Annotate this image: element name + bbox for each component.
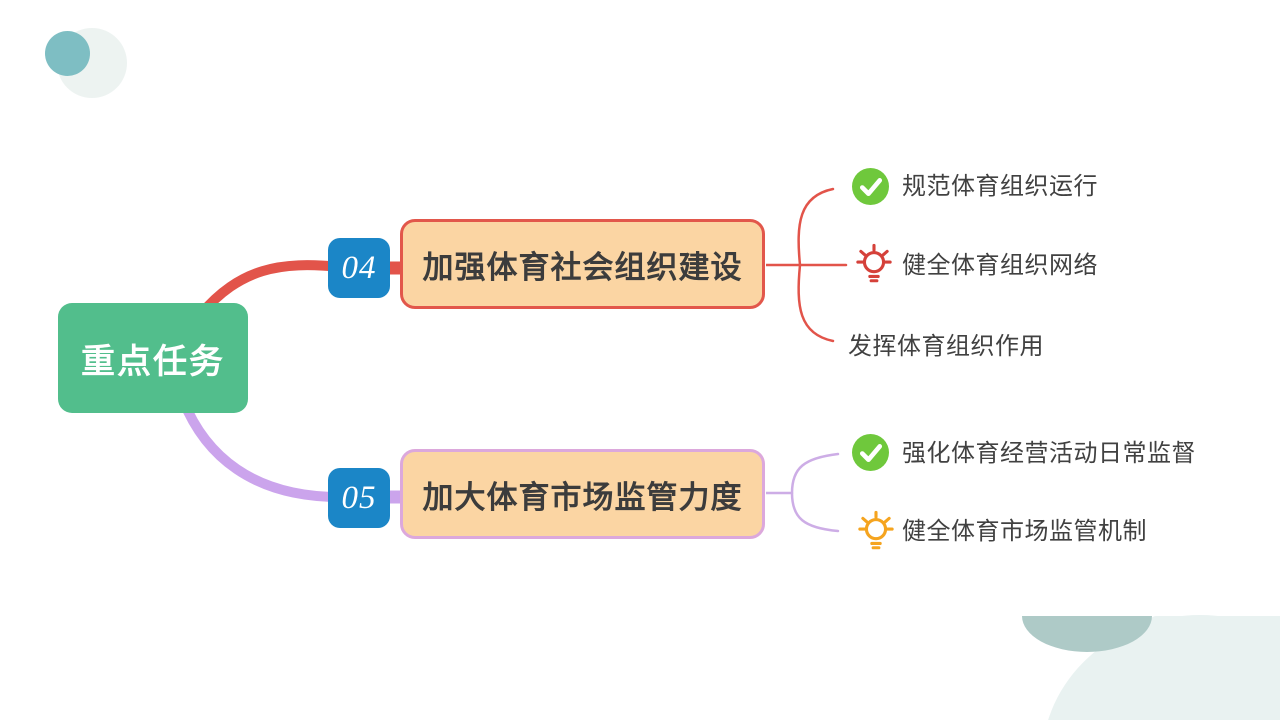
branch-04-fan-down — [797, 263, 835, 343]
branch-05-fan-up — [790, 452, 840, 495]
check-circle-icon — [852, 168, 889, 205]
branch-05-badge-number: 05 — [341, 479, 377, 516]
branch-04-badge[interactable]: 04 — [328, 238, 390, 298]
branch-04-badge-number: 04 — [341, 249, 377, 286]
branch-05-title: 加大体育市场监管力度 — [422, 479, 743, 516]
root-node[interactable]: 重点任务 — [58, 303, 248, 413]
bottom-right-light-block — [1150, 616, 1280, 720]
branch-04-item-2[interactable]: 健全体育组织网络 — [902, 251, 1098, 279]
branch-04-main-curve — [195, 260, 345, 320]
lightbulb-icon — [858, 510, 894, 553]
branch-05-badge[interactable]: 05 — [328, 468, 390, 528]
branch-04-title: 加强体育社会组织建设 — [422, 249, 743, 286]
top-left-teal-circle — [45, 31, 90, 76]
branch-05-main-curve — [178, 395, 345, 502]
branch-05-item-2[interactable]: 健全体育市场监管机制 — [902, 517, 1147, 545]
root-label: 重点任务 — [81, 341, 225, 382]
branch-04-item-3[interactable]: 发挥体育组织作用 — [848, 332, 1044, 360]
lightbulb-icon — [856, 243, 892, 286]
branch-04-item-1[interactable]: 规范体育组织运行 — [902, 172, 1098, 200]
branch-05-item-1[interactable]: 强化体育经营活动日常监督 — [902, 439, 1196, 467]
branch-05-title-box[interactable]: 加大体育市场监管力度 — [400, 449, 765, 539]
branch-05-fan-down — [790, 491, 840, 533]
check-circle-icon — [852, 434, 889, 471]
branch-04-title-box[interactable]: 加强体育社会组织建设 — [400, 219, 765, 309]
branch-04-fan-up — [797, 187, 835, 267]
